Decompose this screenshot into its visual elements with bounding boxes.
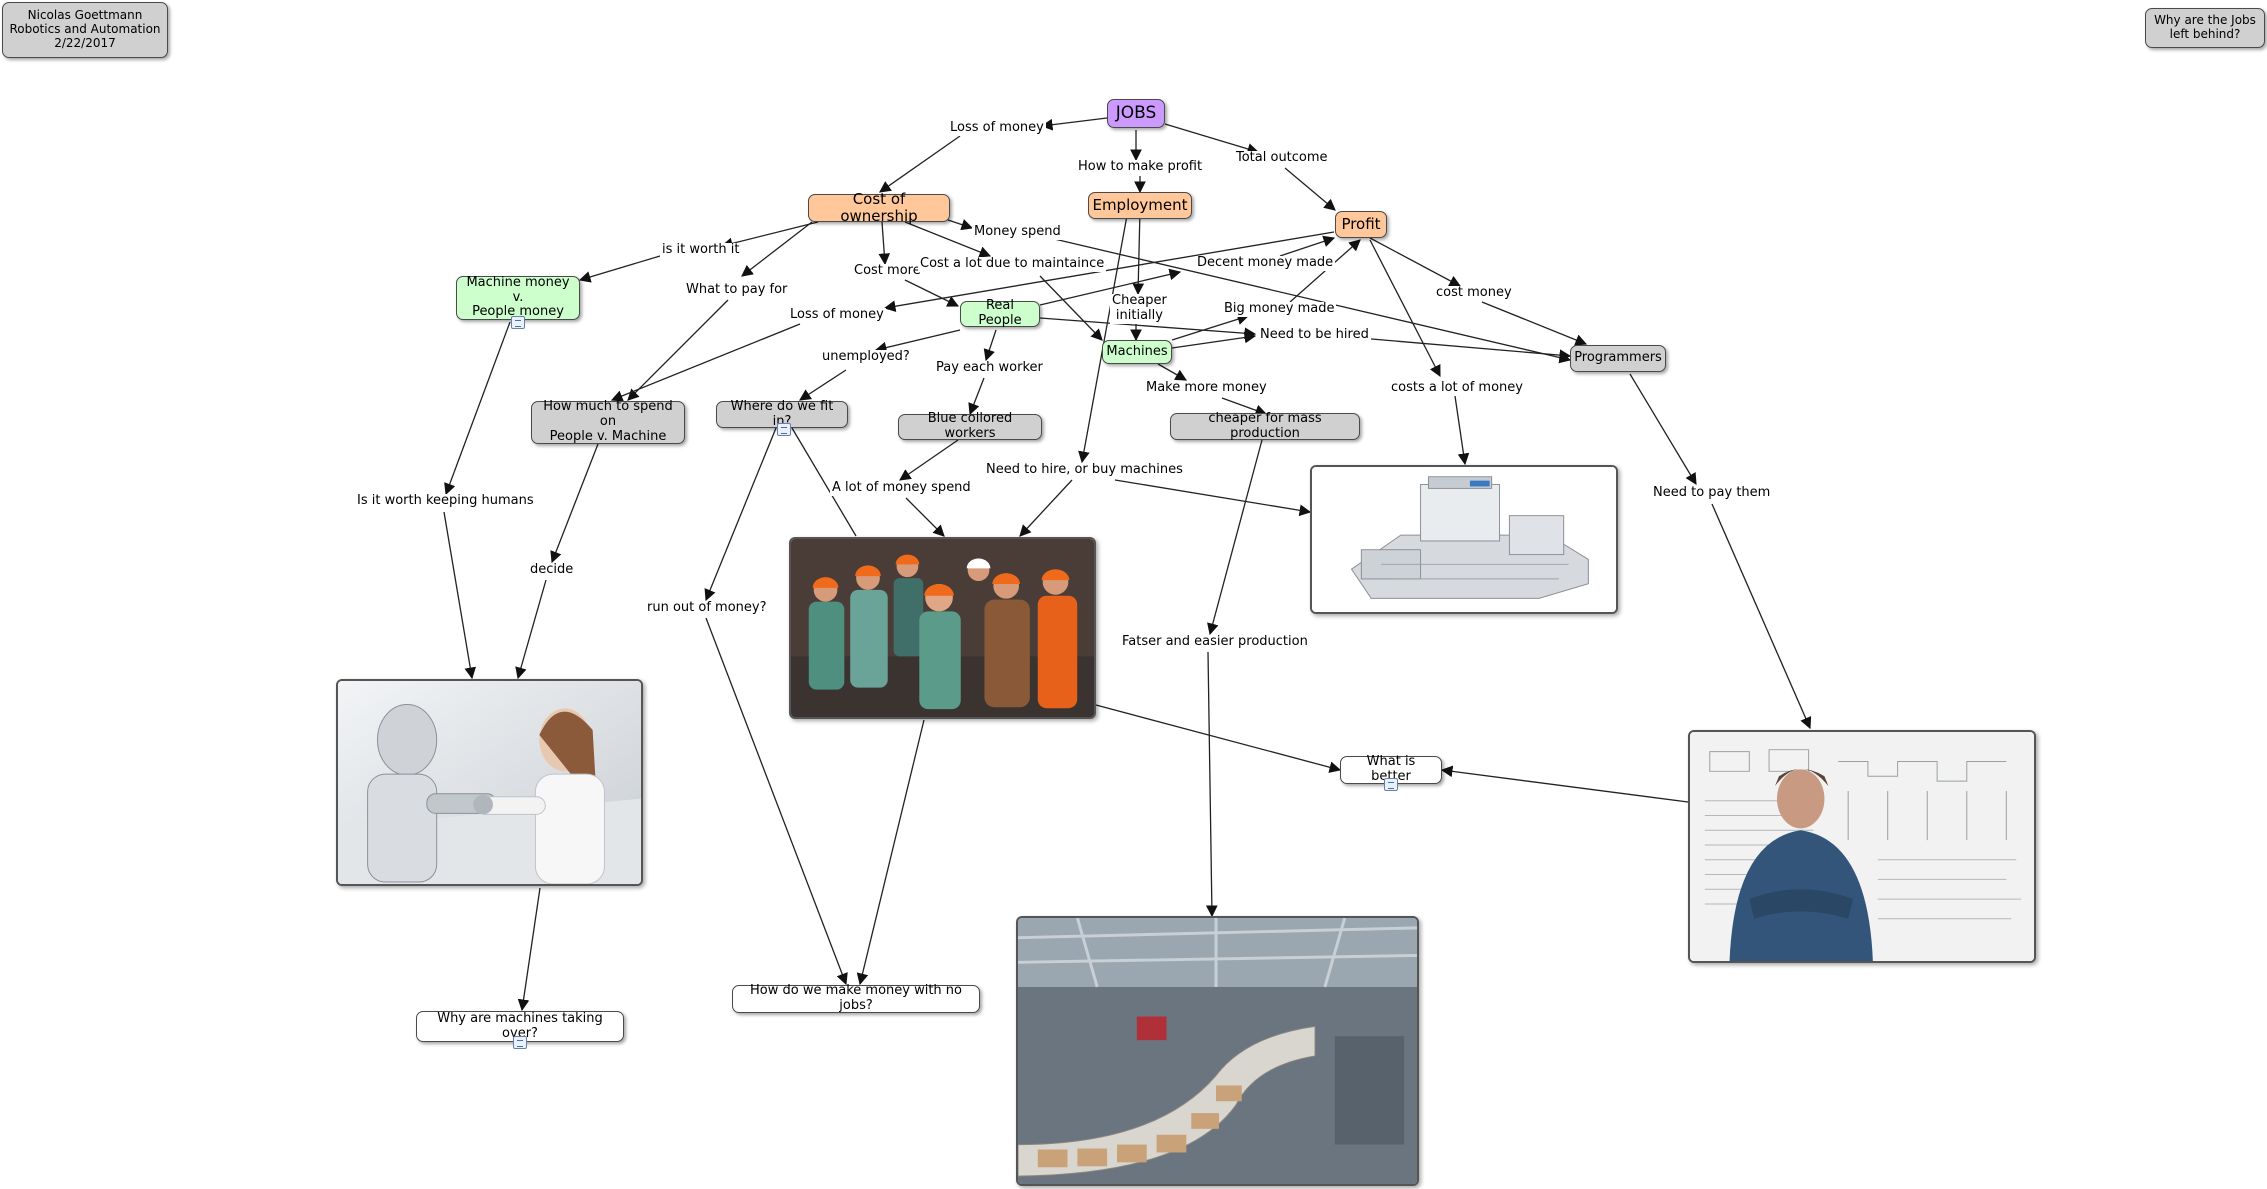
link-label: Need to be hired: [1258, 327, 1371, 343]
factory-conveyor-image[interactable]: [1016, 916, 1419, 1186]
node-jobs[interactable]: JOBS: [1107, 99, 1165, 128]
node-employment[interactable]: Employment: [1088, 192, 1192, 219]
link-label: costs a lot of money: [1389, 380, 1525, 396]
industrial-machine-image[interactable]: [1310, 465, 1618, 614]
node-real-people[interactable]: Real People: [960, 298, 1040, 328]
node-blue-collar[interactable]: Blue collored workers: [898, 411, 1042, 441]
link-label: Cost more: [852, 263, 923, 279]
document-icon[interactable]: [511, 316, 525, 329]
node-cheaper-mass-production[interactable]: cheaper for mass production: [1170, 411, 1360, 440]
robot-vs-human-image[interactable]: [336, 679, 643, 886]
node-cost-of-ownership[interactable]: Cost of ownership: [808, 190, 950, 225]
document-icon[interactable]: [777, 423, 791, 436]
link-label: is it worth it: [660, 242, 742, 258]
link-label: cost money: [1434, 285, 1514, 301]
document-icon[interactable]: [1384, 778, 1398, 791]
link-label: Cheaper initially: [1110, 293, 1169, 324]
question-box: Why are the Jobs left behind?: [2145, 8, 2265, 48]
author-info-box: Nicolas Goettmann Robotics and Automatio…: [2, 2, 168, 58]
link-label: decide: [528, 562, 576, 578]
hardhat-workers-image[interactable]: [789, 537, 1096, 719]
node-machines[interactable]: Machines: [1102, 340, 1172, 364]
link-label: What to pay for: [684, 282, 790, 298]
link-label: Big money made: [1222, 301, 1337, 317]
node-profit[interactable]: Profit: [1335, 211, 1387, 238]
node-make-money-no-jobs[interactable]: How do we make money with no jobs?: [732, 983, 980, 1013]
link-label: Need to pay them: [1651, 485, 1773, 501]
link-label: How to make profit: [1076, 159, 1205, 175]
link-label: Fatser and easier production: [1120, 634, 1310, 650]
document-icon[interactable]: [513, 1036, 527, 1049]
link-label: Total outcome: [1234, 150, 1330, 166]
link-label: unemployed?: [820, 349, 912, 365]
link-label: Loss of money: [948, 120, 1046, 136]
link-label: Is it worth keeping humans: [355, 493, 536, 509]
link-label: Money spend: [972, 224, 1063, 240]
programmer-whiteboard-image[interactable]: [1688, 730, 2036, 963]
link-label: A lot of money spend: [830, 480, 973, 496]
link-label: Pay each worker: [934, 360, 1045, 376]
link-label: Cost a lot due to maintaince: [918, 256, 1107, 272]
link-label: Make more money: [1144, 380, 1269, 396]
link-label: Decent money made: [1195, 255, 1336, 271]
link-label: run out of money?: [645, 600, 769, 616]
link-label: Need to hire, or buy machines: [984, 462, 1185, 478]
node-machine-money[interactable]: Machine money v. People money: [456, 275, 580, 320]
node-programmers[interactable]: Programmers: [1570, 345, 1666, 372]
link-label: Loss of money: [788, 307, 886, 323]
node-how-much-spend[interactable]: How much to spend on People v. Machine: [531, 399, 685, 444]
